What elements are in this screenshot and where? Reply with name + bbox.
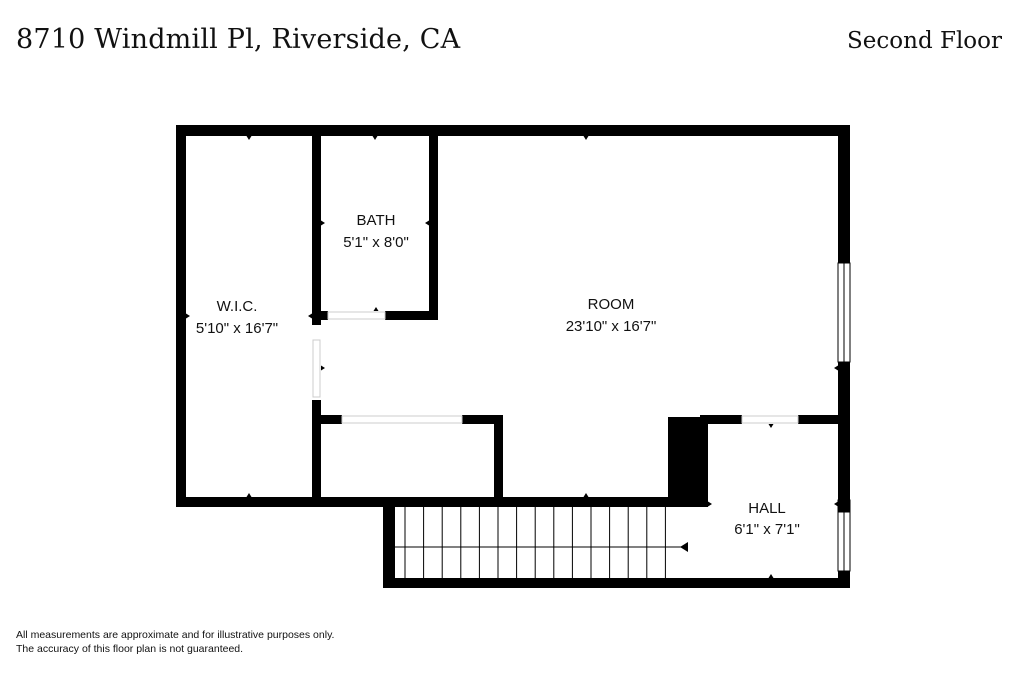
windows bbox=[837, 262, 851, 572]
disclaimer-line-1: All measurements are approximate and for… bbox=[16, 629, 335, 641]
wall-closet-top-right bbox=[462, 415, 503, 424]
wall-left bbox=[176, 125, 186, 507]
wall-wic-divider-bottom bbox=[312, 400, 321, 507]
dimension-marker bbox=[583, 493, 589, 497]
dimension-marker bbox=[583, 136, 589, 140]
wall-closet-right bbox=[494, 415, 503, 507]
wall-hall-top-right bbox=[798, 415, 850, 424]
dimension-marker bbox=[834, 501, 838, 507]
dimension-marker bbox=[246, 493, 252, 497]
wall-bath-bottom-right bbox=[385, 311, 438, 320]
dimension-marker bbox=[372, 136, 378, 140]
wall-closet-bottom bbox=[312, 497, 692, 507]
wall-column bbox=[668, 417, 708, 507]
room-label-room-dims: 23'10" x 16'7" bbox=[566, 318, 657, 335]
dimension-marker bbox=[321, 220, 325, 226]
room-label-hall-name: HALL bbox=[748, 500, 786, 517]
dimension-marker bbox=[768, 424, 774, 428]
room-label-room-name: ROOM bbox=[588, 296, 635, 313]
wall-wic-divider-top bbox=[312, 125, 321, 325]
room-label-wic-name: W.I.C. bbox=[217, 298, 258, 315]
dimension-marker bbox=[186, 313, 190, 319]
walls bbox=[176, 125, 850, 588]
dimension-marker bbox=[834, 365, 838, 371]
wall-stair-bottom bbox=[383, 578, 850, 588]
stair-arrow bbox=[680, 542, 688, 552]
wall-bath-bottom-left bbox=[312, 311, 328, 320]
address-title: 8710 Windmill Pl, Riverside, CA bbox=[16, 24, 461, 55]
wall-top bbox=[176, 125, 850, 136]
dimension-marker bbox=[308, 313, 312, 319]
wall-stair-left bbox=[383, 497, 395, 588]
dimension-markers bbox=[186, 136, 838, 578]
room-label-bath-dims: 5'1" x 8'0" bbox=[343, 234, 409, 251]
room-label-wic-dims: 5'10" x 16'7" bbox=[196, 320, 278, 337]
room-label-bath-name: BATH bbox=[357, 212, 396, 229]
wall-right-upper bbox=[838, 125, 850, 263]
room-labels: W.I.C. 5'10" x 16'7" BATH 5'1" x 8'0" RO… bbox=[196, 212, 800, 538]
dimension-marker bbox=[425, 220, 429, 226]
disclaimer-line-2: The accuracy of this floor plan is not g… bbox=[16, 643, 244, 655]
wall-right-mid bbox=[838, 362, 850, 500]
floor-title: Second Floor bbox=[847, 28, 1002, 54]
room-label-hall-dims: 6'1" x 7'1" bbox=[734, 521, 800, 538]
dimension-marker bbox=[768, 574, 774, 578]
dimension-marker bbox=[373, 307, 379, 311]
wall-hall-top-left bbox=[700, 415, 742, 424]
dimension-marker bbox=[708, 501, 712, 507]
door-openings bbox=[312, 311, 799, 424]
wall-wic-bottom bbox=[176, 497, 392, 507]
dimension-marker bbox=[246, 136, 252, 140]
wall-bath-right bbox=[429, 125, 438, 320]
disclaimer: All measurements are approximate and for… bbox=[16, 628, 334, 656]
wall-closet-top-left bbox=[312, 415, 342, 424]
wall-right-hall-top bbox=[837, 499, 851, 513]
dimension-marker bbox=[321, 365, 325, 371]
stair-treads bbox=[404, 507, 666, 578]
